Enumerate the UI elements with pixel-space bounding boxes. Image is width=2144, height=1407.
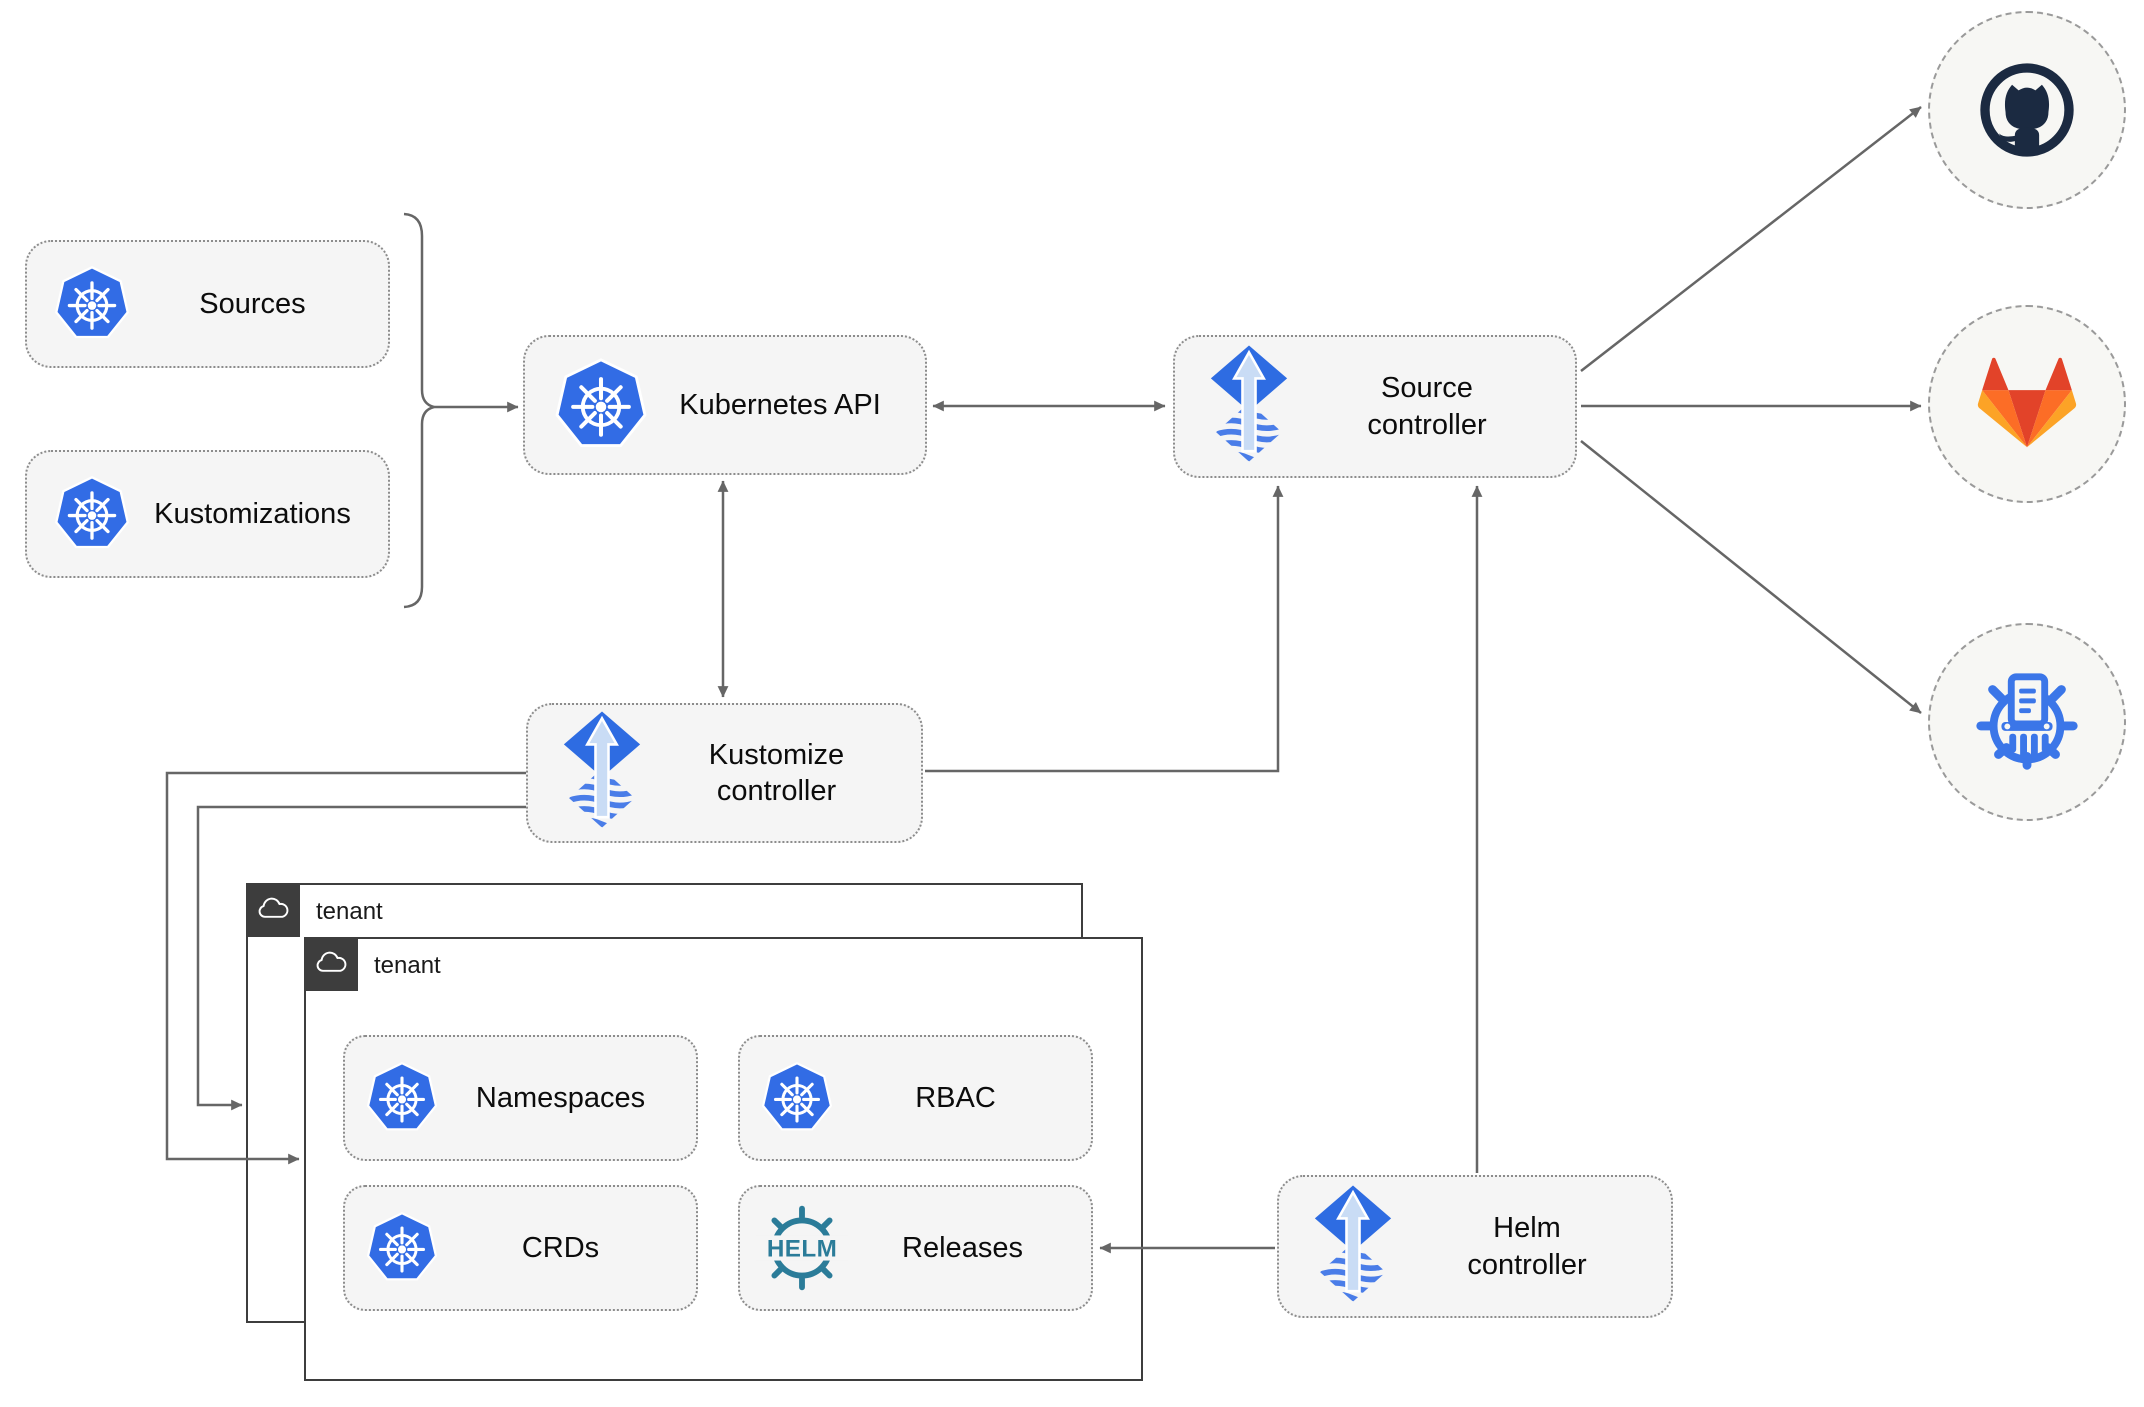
node-crds: CRDs (343, 1185, 698, 1311)
helm-icon: HELM (756, 1202, 848, 1294)
cloud-icon (314, 951, 348, 977)
node-label: CRDs (521, 1231, 600, 1264)
flux-icon (1309, 1182, 1397, 1312)
node-label: Kubernetes API (679, 388, 881, 421)
github-icon (1980, 63, 2074, 157)
tenant-badge (303, 936, 358, 991)
tenant-badge (245, 882, 300, 937)
node-releases: HELM Releases (738, 1185, 1093, 1311)
cloud-icon (256, 897, 290, 923)
tenant-label: tenant (316, 898, 383, 925)
node-label: Helm controller (1467, 1212, 1587, 1281)
kubernetes-icon (53, 265, 131, 343)
arrow-source-controller-to-github (1580, 106, 1922, 372)
endpoint-github (1928, 11, 2126, 209)
node-sources: Sources (25, 240, 390, 368)
node-label: Kustomize controller (708, 738, 845, 807)
brace-sources-kustomizations (403, 212, 435, 609)
node-kustomizations: Kustomizations (25, 450, 390, 578)
kubernetes-icon (365, 1211, 439, 1285)
gitlab-icon (1977, 357, 2077, 448)
node-label: Kustomizations (154, 497, 351, 530)
node-namespaces: Namespaces (343, 1035, 698, 1161)
node-helm-controller: Helm controller (1277, 1175, 1673, 1318)
kubernetes-icon (53, 475, 131, 553)
flux-icon (1205, 342, 1293, 472)
kubernetes-icon (365, 1061, 439, 1135)
kubernetes-icon (553, 357, 649, 453)
node-rbac: RBAC (738, 1035, 1093, 1161)
bucket-icon (1976, 673, 2078, 770)
node-label: Releases (902, 1231, 1023, 1264)
arrow-kustomize-controller-to-source-controller (925, 485, 1284, 773)
endpoint-gitlab (1928, 305, 2126, 503)
flux-icon (558, 708, 646, 838)
node-label: Sources (199, 287, 306, 320)
tenant-label: tenant (374, 952, 441, 979)
node-source-controller: Source controller (1173, 335, 1577, 478)
node-kubernetes-api: Kubernetes API (523, 335, 927, 475)
kubernetes-icon (760, 1061, 834, 1135)
node-label: Namespaces (475, 1081, 646, 1114)
svg-text:HELM: HELM (767, 1235, 837, 1262)
arrow-source-controller-to-bucket (1580, 440, 1922, 714)
node-label: RBAC (915, 1081, 996, 1114)
endpoint-bucket (1928, 623, 2126, 821)
node-label: Source controller (1367, 372, 1487, 441)
node-kustomize-controller: Kustomize controller (526, 703, 923, 843)
